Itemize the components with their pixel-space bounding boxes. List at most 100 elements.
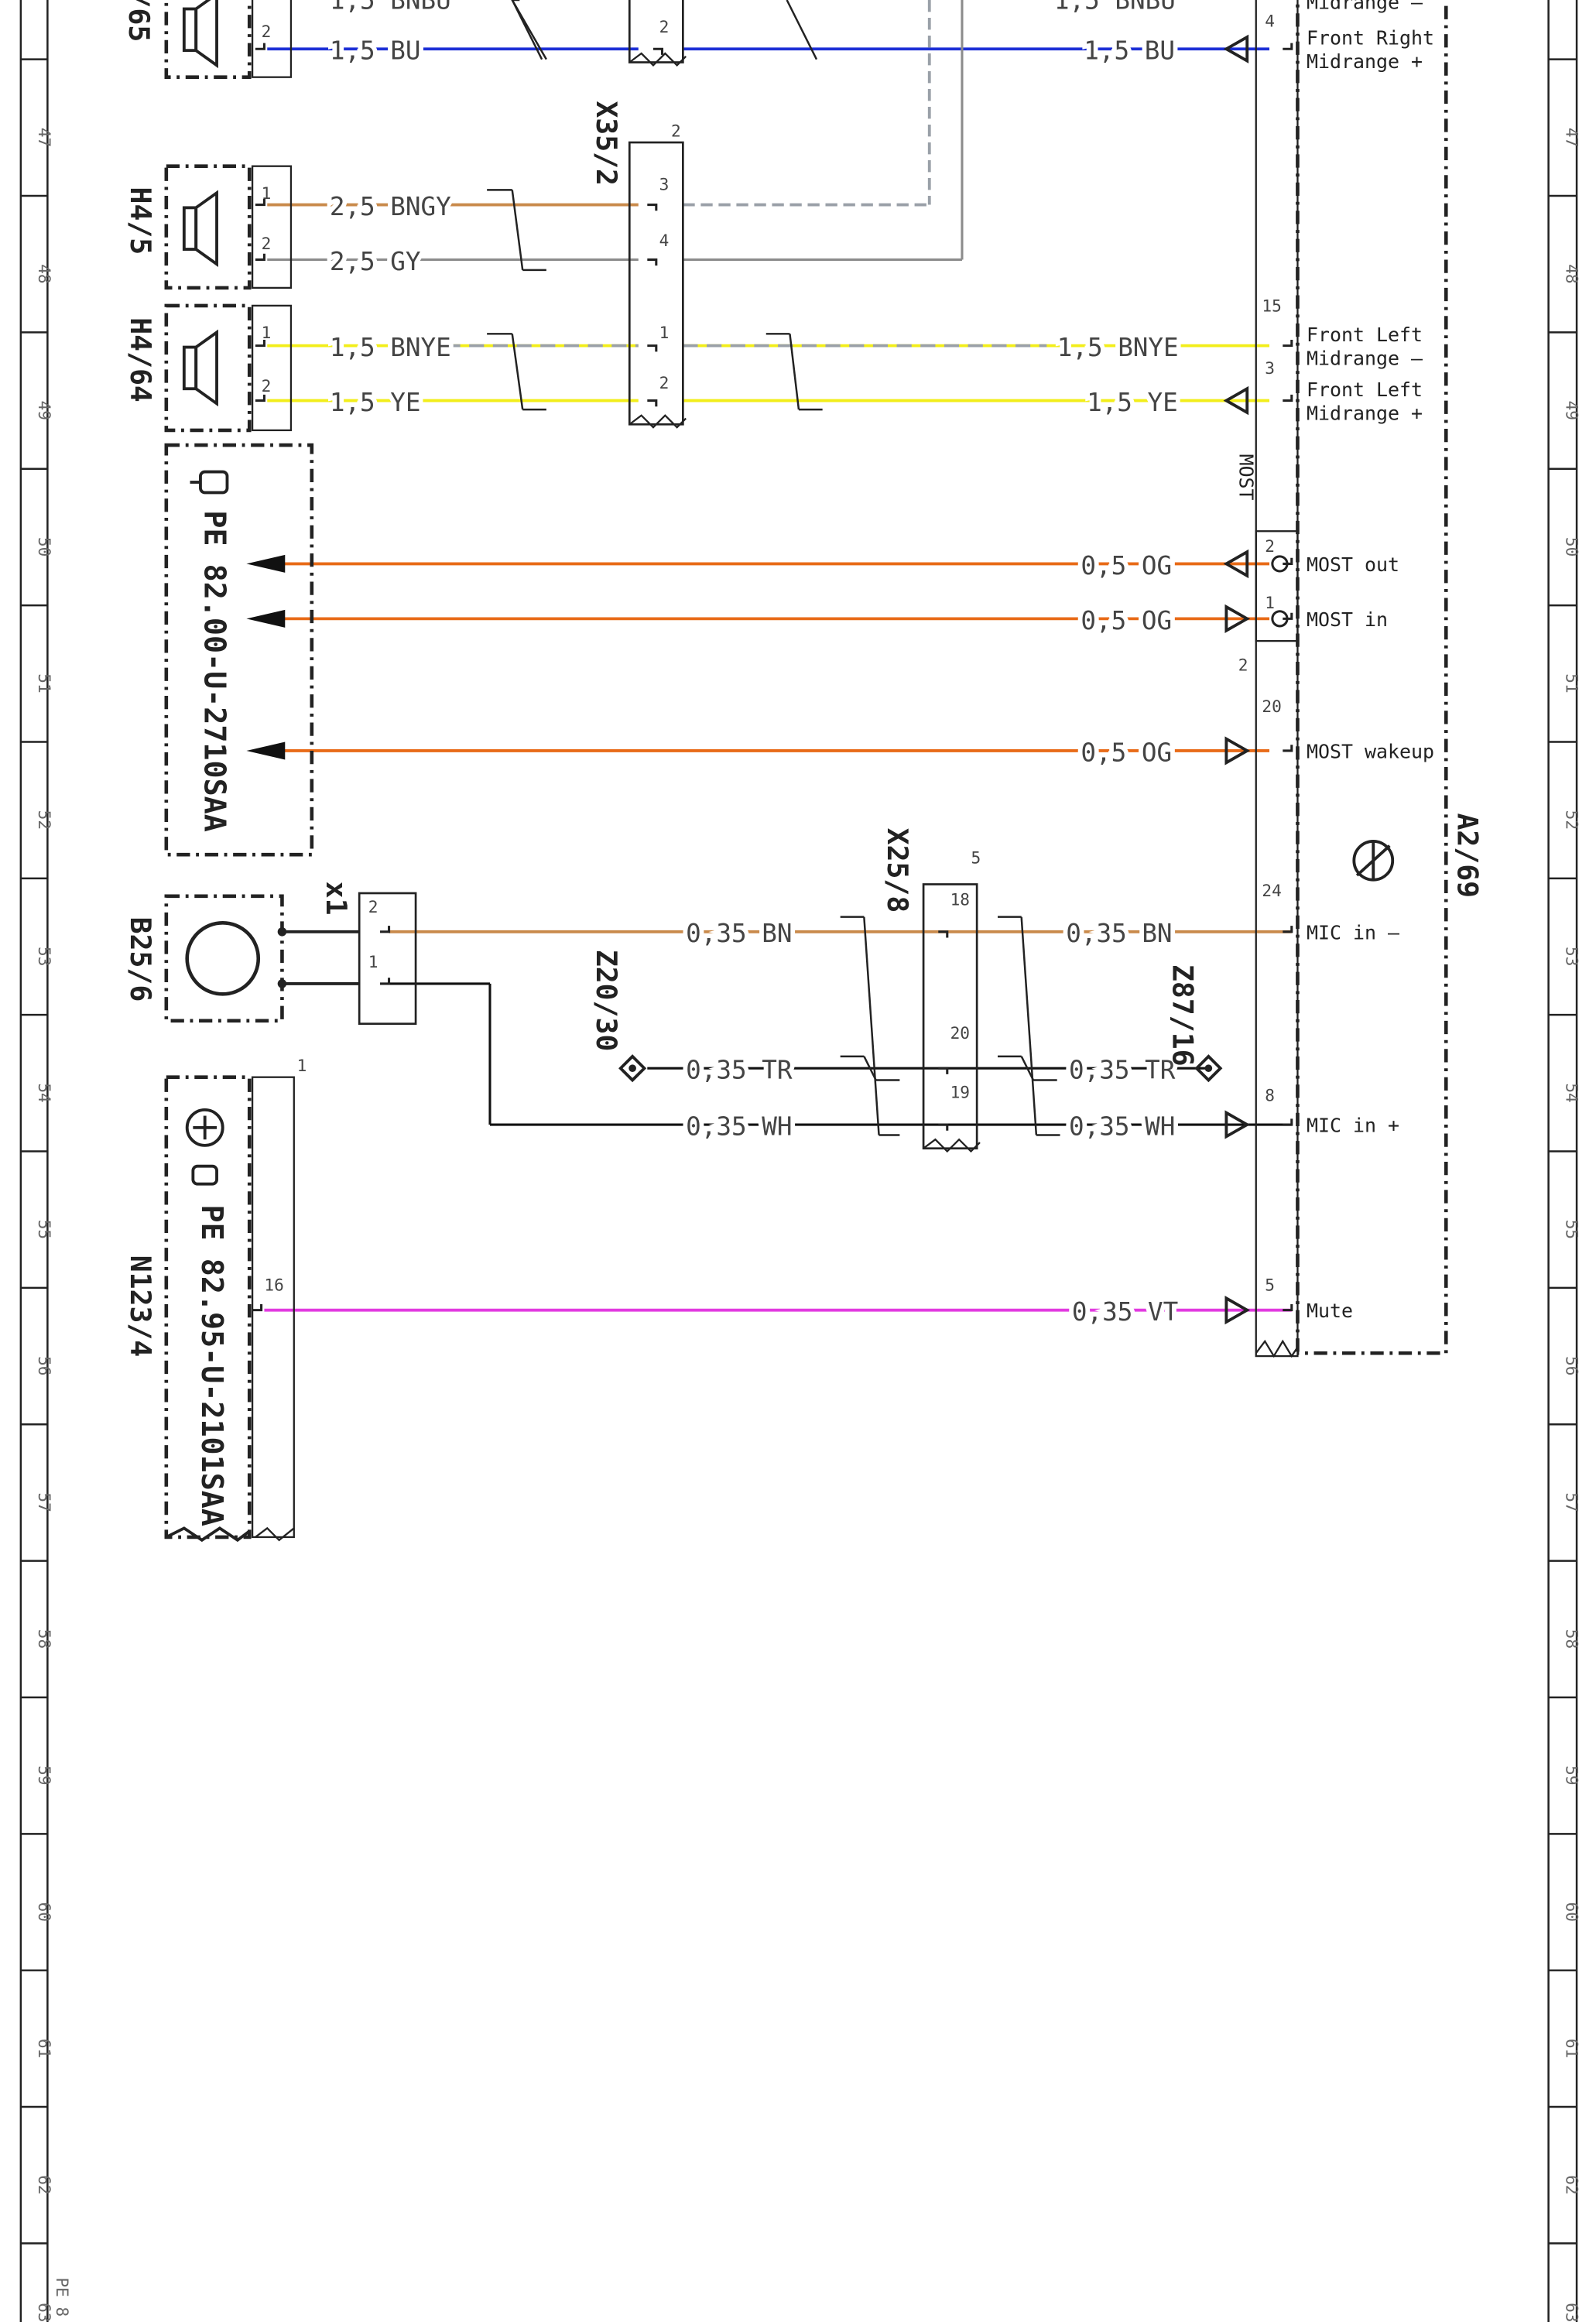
ruler-ticks bbox=[20, 58, 1577, 2245]
ruler-label: 50 bbox=[1563, 537, 1582, 557]
speaker-h4-65[interactable]: 2 /65 bbox=[122, 0, 293, 79]
component-tag: B25/6 bbox=[124, 917, 157, 1002]
ruler-label: 58 bbox=[1563, 1629, 1582, 1649]
ruler-label: 53 bbox=[35, 947, 54, 966]
a2-69-pins: 4 15 3 2 1 20 24 8 5 bbox=[1262, 12, 1281, 1295]
component-tag: A2/69 bbox=[1451, 813, 1485, 898]
ruler-label: 49 bbox=[1563, 401, 1582, 420]
wire-label: 1,5 BNYE bbox=[330, 333, 451, 362]
pin-number: 2 bbox=[262, 376, 272, 396]
pin-number: 18 bbox=[950, 889, 970, 909]
pin-number: 4 bbox=[659, 231, 670, 250]
ruler-label: 55 bbox=[1563, 1220, 1582, 1239]
ruler-label: 59 bbox=[1563, 1765, 1582, 1785]
pin-number: 5 bbox=[971, 848, 981, 868]
wire-label: 0,35 VT bbox=[1072, 1297, 1178, 1327]
pin-number: 2 bbox=[262, 22, 272, 41]
pin-sockets bbox=[252, 43, 1293, 1312]
pin-number: 1 bbox=[659, 323, 670, 342]
pin-number: 19 bbox=[950, 1083, 970, 1102]
ruler-label: 49 bbox=[35, 401, 54, 420]
wire-label: 1,5 YE bbox=[330, 388, 421, 417]
ruler-label: 53 bbox=[1563, 947, 1582, 966]
ruler-label: 51 bbox=[1563, 673, 1582, 693]
connector-tag: x1 bbox=[320, 882, 353, 916]
component-tag: N123/4 bbox=[124, 1255, 157, 1358]
pin-number: 8 bbox=[1265, 1085, 1275, 1104]
ruler-label: 57 bbox=[35, 1492, 54, 1512]
pin-number: 1 bbox=[262, 323, 272, 342]
pin-function-label: MIC in – bbox=[1307, 921, 1399, 944]
speaker-h4-5[interactable]: 1 2 H4/5 bbox=[124, 164, 293, 290]
pin-number: 2 bbox=[368, 897, 378, 916]
ruler-label: 56 bbox=[35, 1356, 54, 1375]
pin-number: 1 bbox=[297, 1056, 307, 1075]
pin-functions: Midrange – Front Right Midrange + Front … bbox=[1307, 0, 1434, 1322]
ruler-label: 47 bbox=[1563, 128, 1582, 147]
wire-label: 0,35 WH bbox=[1069, 1111, 1175, 1141]
pin-function-label: MOST out bbox=[1307, 553, 1399, 576]
reference-label: PE 82.00-U-2710SAA bbox=[197, 510, 232, 831]
microphone-icon bbox=[185, 921, 360, 996]
pointing-hand-icon bbox=[190, 470, 229, 495]
wire-label: 0,5 OG bbox=[1081, 551, 1172, 580]
pin-function-label: Midrange + bbox=[1307, 402, 1423, 424]
ruler-label: 58 bbox=[35, 1629, 54, 1649]
ruler-label: 54 bbox=[35, 1083, 54, 1102]
wire-label: 2,5 GY bbox=[330, 247, 421, 276]
pin-number: 20 bbox=[950, 1023, 970, 1043]
pin-function-label: Midrange – bbox=[1307, 0, 1423, 13]
pointing-hand-icon bbox=[191, 1164, 218, 1186]
connector-tag: X35/2 bbox=[590, 101, 623, 186]
ruler-label: 56 bbox=[1563, 1356, 1582, 1375]
speaker-icon bbox=[182, 190, 218, 267]
speaker-h4-64[interactable]: 1 2 H4/64 bbox=[124, 303, 293, 433]
ruler-label: 55 bbox=[35, 1220, 54, 1239]
transistor-icon bbox=[185, 1108, 224, 1147]
shield-point-z87-16[interactable]: Z87/16 bbox=[1166, 964, 1223, 1083]
pin-function-label: MOST wakeup bbox=[1307, 741, 1434, 763]
shield-point-z20-30[interactable]: Z20/30 bbox=[590, 950, 647, 1083]
microphone-b25-6[interactable]: B25/6 bbox=[124, 894, 360, 1023]
wire-label: 1,5 BU bbox=[330, 36, 421, 66]
wire-label: 1,5 BNBU bbox=[330, 0, 451, 15]
pin-number: 1 bbox=[1265, 593, 1275, 612]
ground-symbol-icon bbox=[618, 1054, 647, 1083]
wire-label: 0,35 TR bbox=[686, 1056, 793, 1085]
pin-number: 2 bbox=[671, 121, 681, 140]
speaker-icon bbox=[182, 0, 218, 69]
ruler-label: 61 bbox=[1563, 2039, 1582, 2058]
ruler-label: 63 bbox=[35, 2303, 54, 2322]
pin-number: 2 bbox=[659, 17, 670, 36]
frame: 47 48 49 50 51 52 53 54 55 56 57 58 59 6… bbox=[19, 0, 1582, 2322]
pin-number: 1 bbox=[262, 183, 272, 203]
connector-tag: Z20/30 bbox=[590, 950, 623, 1052]
pin-function-label: MIC in + bbox=[1307, 1115, 1399, 1137]
ruler-label: 54 bbox=[1563, 1083, 1582, 1102]
ruler-label: 60 bbox=[1563, 1902, 1582, 1922]
wire-labels: 1,5 BNBU 1,5 BNBU 1,5 BU 1,5 BU 2,5 BNGY… bbox=[325, 0, 1183, 1331]
pin-number: 2 bbox=[262, 234, 272, 253]
reference-box-pe-82-00[interactable]: PE 82.00-U-2710SAA bbox=[164, 443, 314, 857]
connector-section-label: MOST bbox=[1235, 454, 1258, 501]
ruler-label: 51 bbox=[35, 673, 54, 693]
ruler-label: 63 bbox=[1563, 2303, 1582, 2322]
wire-label: 2,5 BNGY bbox=[330, 192, 451, 221]
pin-number: 15 bbox=[1262, 296, 1281, 316]
connector-x25-8[interactable]: 5 18 20 19 X25/8 bbox=[881, 828, 981, 1153]
component-tag: H4/5 bbox=[124, 187, 157, 255]
module-n123-4[interactable]: PE 82.95-U-2101SAA 1 16 N123/4 bbox=[124, 1056, 307, 1543]
module-a2-69[interactable]: MOST 2 A2/69 bbox=[1235, 0, 1485, 1358]
reference-label: PE 82.95-U-2101SAA bbox=[194, 1205, 229, 1526]
speaker-icon bbox=[182, 329, 218, 407]
pin-function-label: Front Left bbox=[1307, 378, 1423, 401]
wire-label: 0,35 BN bbox=[1066, 919, 1172, 948]
wire-label: 1,5 BNYE bbox=[1057, 333, 1179, 362]
ruler-label: 59 bbox=[35, 1765, 54, 1785]
connector-tag: Z87/16 bbox=[1166, 964, 1199, 1067]
connector-x1[interactable]: 2 1 x1 bbox=[320, 882, 417, 1026]
pin-number: 2 bbox=[1265, 536, 1275, 556]
connector-x35-2[interactable]: 2 2 3 4 1 2 X35/2 bbox=[590, 0, 687, 429]
pin-number: 24 bbox=[1262, 881, 1281, 900]
wires bbox=[264, 0, 1292, 1312]
